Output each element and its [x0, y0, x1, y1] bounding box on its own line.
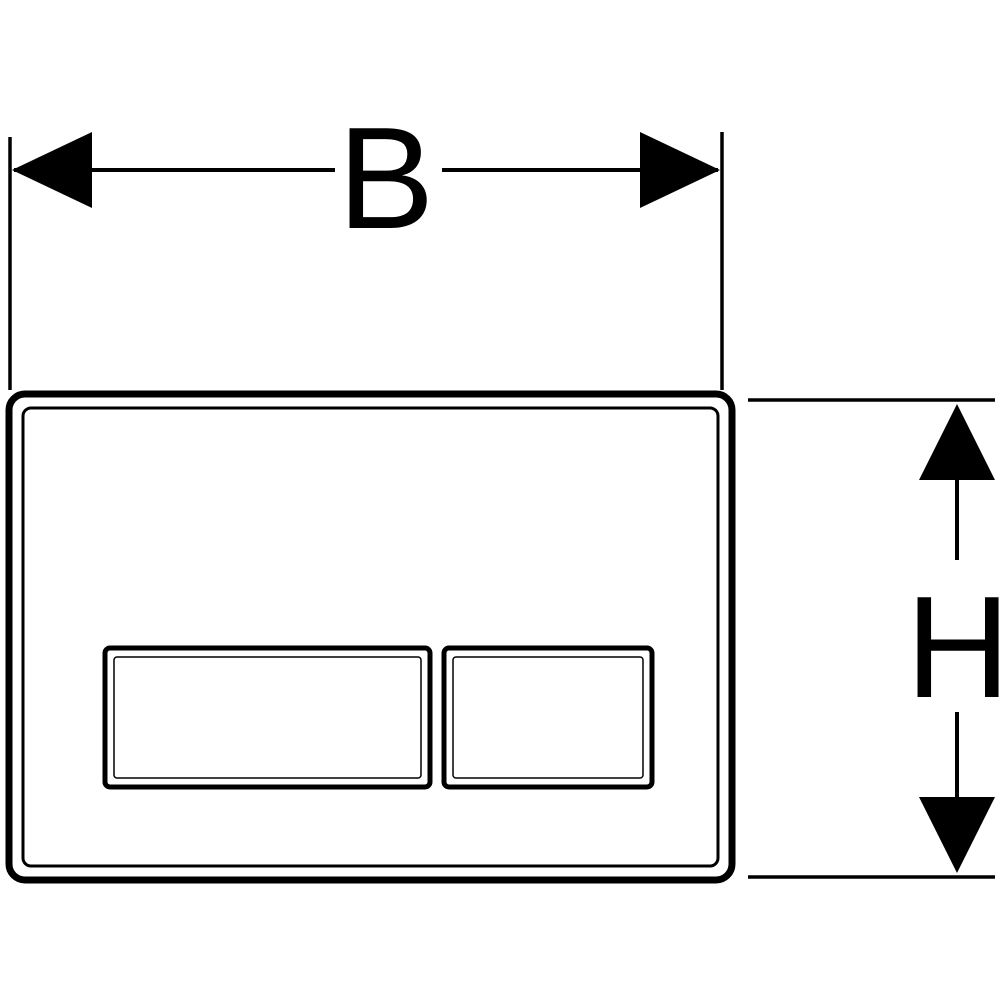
width-dimension-label: B: [338, 97, 435, 259]
large-flush-button: [102, 645, 433, 790]
height-dimension-label: H: [906, 566, 1000, 728]
height-arrowhead-top-icon: [919, 404, 995, 480]
width-arrowhead-left-icon: [12, 132, 92, 208]
flush-buttons: [102, 645, 655, 790]
height-arrowhead-bottom-icon: [919, 797, 995, 873]
plate-inner-outline: [21, 406, 720, 868]
height-dimension: H: [748, 398, 1000, 879]
width-dimension: B: [8, 97, 724, 390]
flush-plate: [5, 390, 736, 884]
small-flush-button: [441, 645, 655, 790]
small-flush-button-inner-line: [452, 656, 644, 779]
large-flush-button-inner-line: [113, 656, 422, 779]
width-arrowhead-right-icon: [640, 132, 720, 208]
